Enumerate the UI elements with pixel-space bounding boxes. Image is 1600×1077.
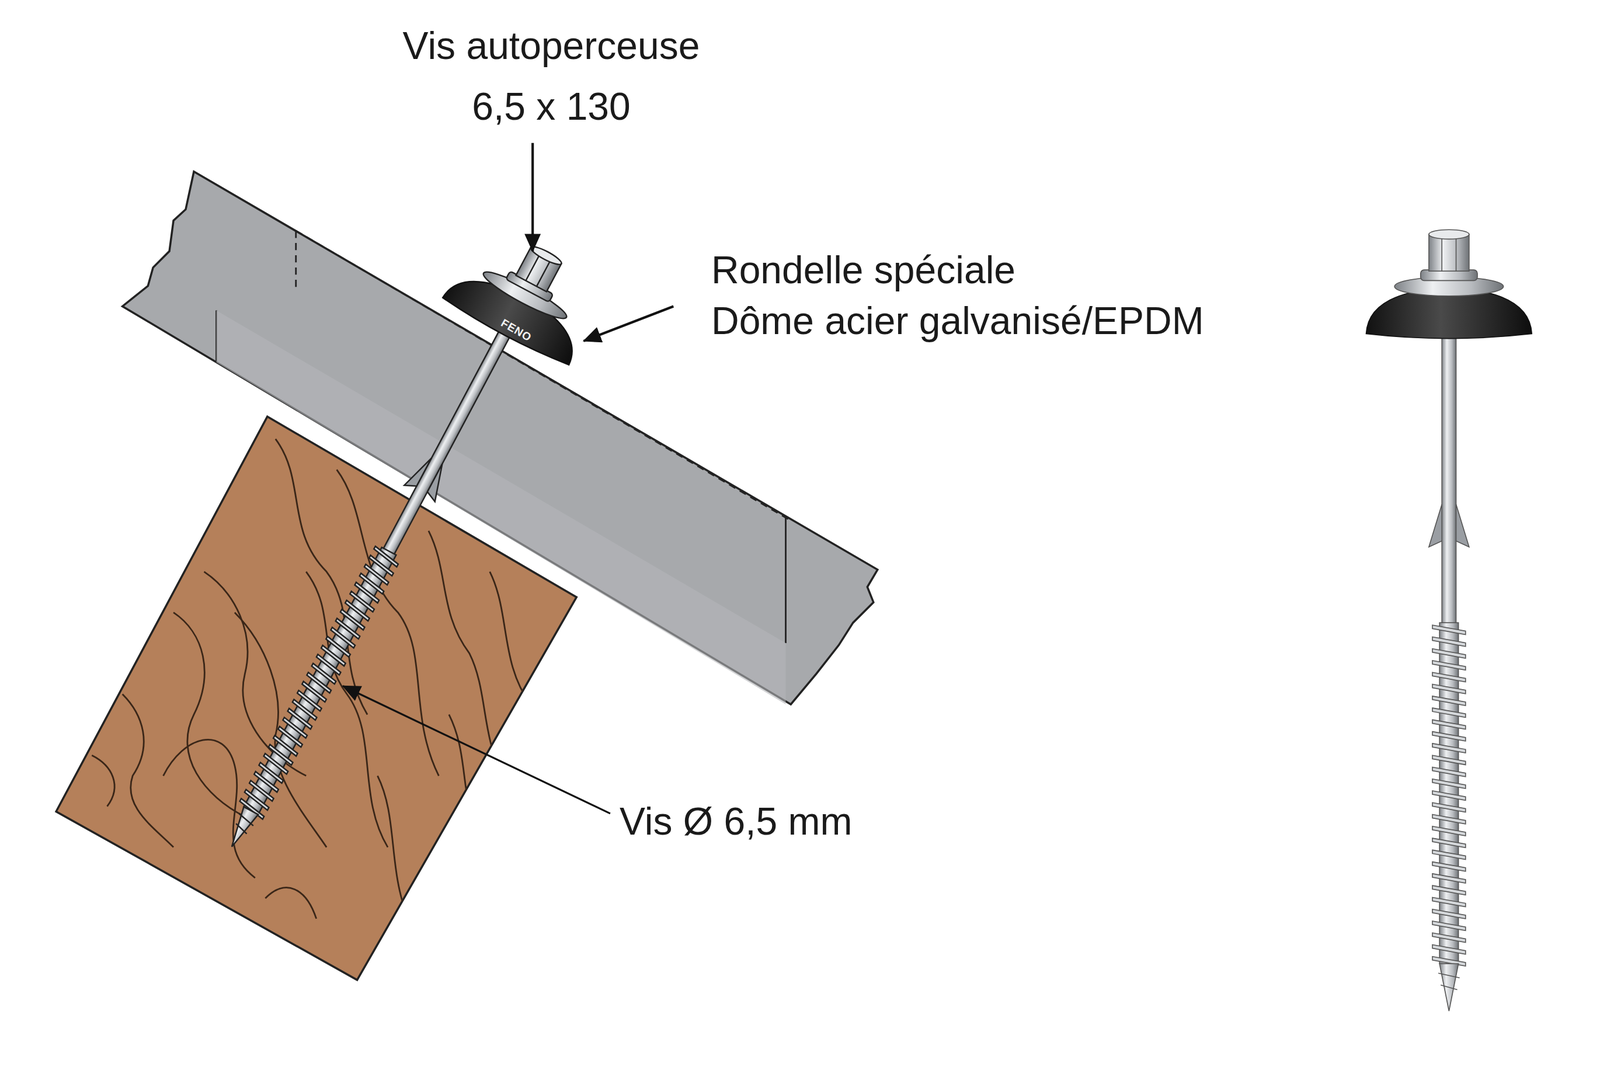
thread-turn: [1432, 778, 1466, 789]
screw-wing: [1456, 503, 1470, 547]
screw-wing: [1428, 503, 1442, 547]
thread-turn: [1432, 648, 1466, 659]
thread-turn: [1432, 802, 1466, 812]
grain-line: [91, 755, 115, 806]
epdm-dome: [440, 262, 588, 369]
screw-type-label: Vis autoperceuse: [402, 22, 701, 69]
screw-tip: [224, 806, 259, 851]
grain-line: [173, 612, 245, 817]
thread-turn: [1432, 861, 1466, 872]
hex-edge: [525, 252, 541, 281]
grain-line: [163, 739, 256, 878]
sheet-overlap-edge: [294, 230, 297, 291]
thread-turn: [1432, 684, 1466, 694]
hex-top: [1428, 229, 1470, 239]
thread-turn: [1432, 731, 1466, 742]
thread-turn: [1432, 896, 1466, 907]
hex-edge: [1441, 234, 1443, 271]
grain-line: [449, 714, 480, 837]
hex-head: [1428, 234, 1470, 271]
tip-thread: [232, 813, 256, 835]
thread-turn: [1432, 909, 1466, 919]
thread-turn: [1432, 932, 1466, 942]
thread-turn: [1432, 944, 1466, 955]
sheet-edge: [784, 516, 787, 643]
leader-line: [342, 686, 611, 814]
grain-line: [377, 775, 409, 919]
screw-photo: [1365, 229, 1532, 1011]
hex-top: [529, 243, 564, 267]
thread-turn: [1432, 814, 1466, 824]
thread-turn: [1432, 660, 1466, 670]
thread-turn: [1432, 766, 1466, 777]
grain-line: [265, 887, 316, 919]
hex-edge: [536, 258, 552, 287]
washer-material-label: Dôme acier galvanisé/EPDM: [711, 297, 1205, 344]
tip-thread: [1438, 972, 1460, 990]
screw-size-label: 6,5 x 130: [471, 83, 631, 130]
thread-core: [243, 547, 396, 815]
thread-turn: [1432, 837, 1466, 848]
pointer-arrow: [583, 305, 674, 341]
thread-turn: [1432, 873, 1466, 883]
screw-wing: [404, 452, 432, 491]
screw-drawing: [168, 218, 611, 880]
thread-turn: [1432, 885, 1466, 895]
thread-turn: [1432, 920, 1466, 931]
grain-line: [275, 439, 368, 715]
thread-turn: [1432, 849, 1466, 859]
thread-turn: [1432, 755, 1466, 765]
thread-turn: [1432, 636, 1466, 646]
thread-turn: [1432, 790, 1466, 800]
thread-turn: [1432, 719, 1466, 729]
thread-turn: [1432, 672, 1466, 682]
diameter-label: Vis Ø 6,5 mm: [619, 798, 853, 845]
hex-edge: [1455, 234, 1457, 271]
grain-line: [428, 530, 511, 786]
thread-turn: [1432, 826, 1466, 836]
thread-turn: [1432, 624, 1466, 635]
pointer-arrow: [531, 143, 534, 252]
thread-turn: [1432, 696, 1466, 706]
thread-turn: [1432, 743, 1466, 753]
thread-turn: [1432, 707, 1466, 718]
washer-label: Rondelle spéciale: [711, 247, 1016, 294]
screw-wing: [425, 463, 453, 502]
sheet-lap-shade: [216, 310, 786, 705]
grain-line: [489, 571, 531, 705]
